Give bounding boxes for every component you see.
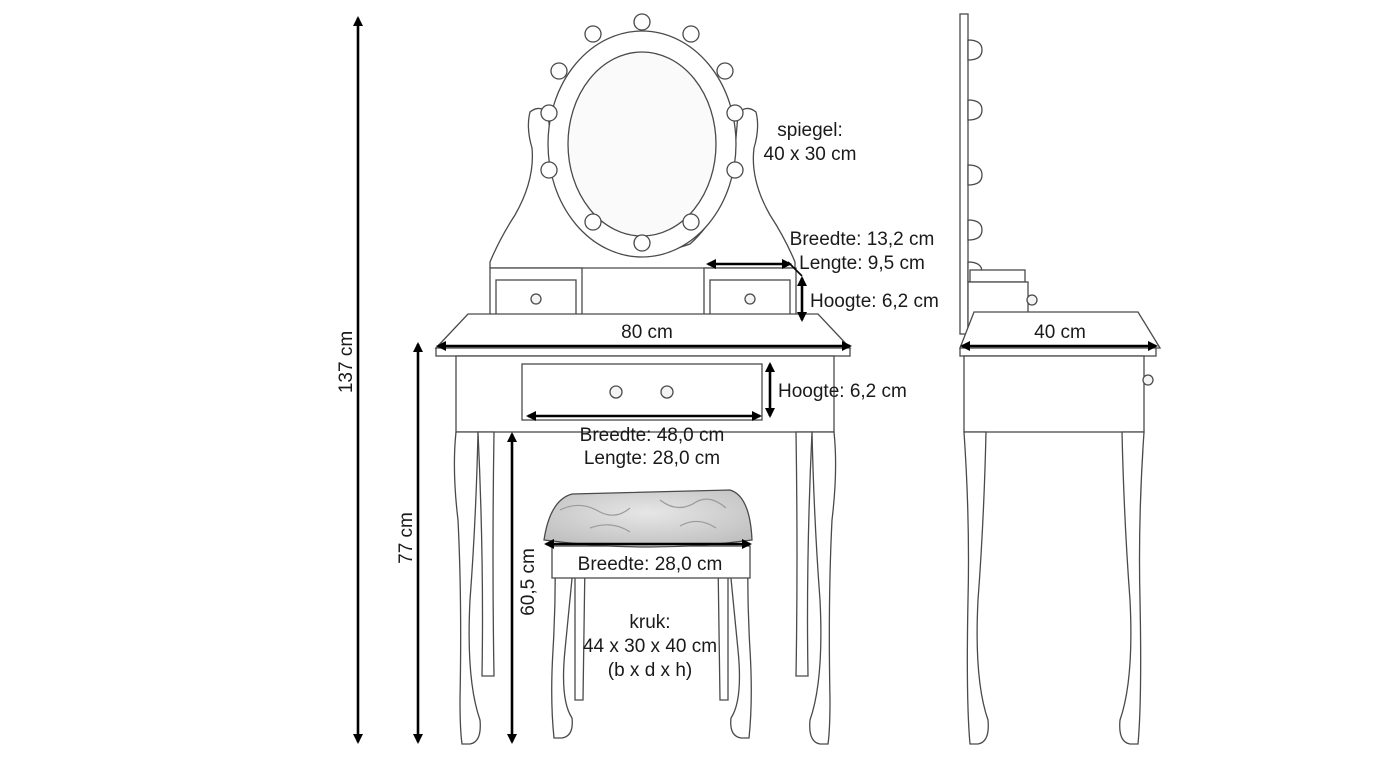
knob-icon <box>1142 374 1154 386</box>
stool-cushion <box>543 489 753 548</box>
side-mirror-edge <box>959 13 969 335</box>
stool-size: 44 x 30 x 40 cm <box>583 636 717 657</box>
side-leg-right <box>1119 431 1145 745</box>
total-height-label: 137 cm <box>336 331 357 393</box>
knob-icon <box>744 293 756 305</box>
stool-height-label: 60,5 cm <box>518 548 539 616</box>
table-leg-front-left <box>453 431 481 745</box>
stool-width-label: Breedte: 28,0 cm <box>578 554 723 575</box>
table-height-label: 77 cm <box>396 512 417 564</box>
main-drawer-length-label: Lengte: 28,0 cm <box>584 448 720 469</box>
knob-icon <box>530 293 542 305</box>
stool-leg-back-right <box>717 559 729 701</box>
side-bulbs <box>967 39 983 283</box>
table-width-label: 80 cm <box>621 322 673 343</box>
side-leg-left <box>963 431 989 745</box>
stool-leg-right <box>727 547 752 739</box>
side-small-drawer <box>969 269 1026 283</box>
small-drawer-width-label: Breedte: 13,2 cm <box>790 229 935 250</box>
stool-apron <box>551 545 751 579</box>
stool-title: kruk: <box>629 612 670 633</box>
small-drawer-height-label: Hoogte: 6,2 cm <box>810 291 939 312</box>
mirror-glass <box>567 51 717 237</box>
dimension-labels: 137 cm 77 cm 60,5 cm 80 cm 40 cm spiegel… <box>336 120 1086 681</box>
vanity-front-view <box>434 13 852 745</box>
table-leg-back-left <box>477 431 495 677</box>
side-apron <box>963 355 1145 433</box>
table-depth-label: 40 cm <box>1034 322 1086 343</box>
vanity-side-view <box>959 13 1162 745</box>
stool <box>543 489 753 739</box>
main-drawer-width-label: Breedte: 48,0 cm <box>580 425 725 446</box>
mirror-title: spiegel: <box>777 120 843 141</box>
dimension-arrows <box>353 15 1158 744</box>
table-leg-back-right <box>795 431 813 677</box>
mirror-bulbs <box>540 13 744 252</box>
table-leg-front-right <box>809 431 837 745</box>
stool-leg-back-left <box>574 559 586 701</box>
cushion-pattern <box>559 498 727 533</box>
small-drawer-length-label: Lengte: 9,5 cm <box>799 253 925 274</box>
stool-order: (b x d x h) <box>608 660 692 681</box>
main-drawer-height-label: Hoogte: 6,2 cm <box>778 381 907 402</box>
mirror-size: 40 x 30 cm <box>764 144 857 165</box>
main-drawer <box>521 363 763 421</box>
knob-icon <box>1026 294 1038 306</box>
knob-icon <box>609 385 623 399</box>
stool-leg-left <box>551 547 576 739</box>
knob-icon <box>660 385 674 399</box>
arrow-small-drawer-pointer <box>787 261 803 277</box>
